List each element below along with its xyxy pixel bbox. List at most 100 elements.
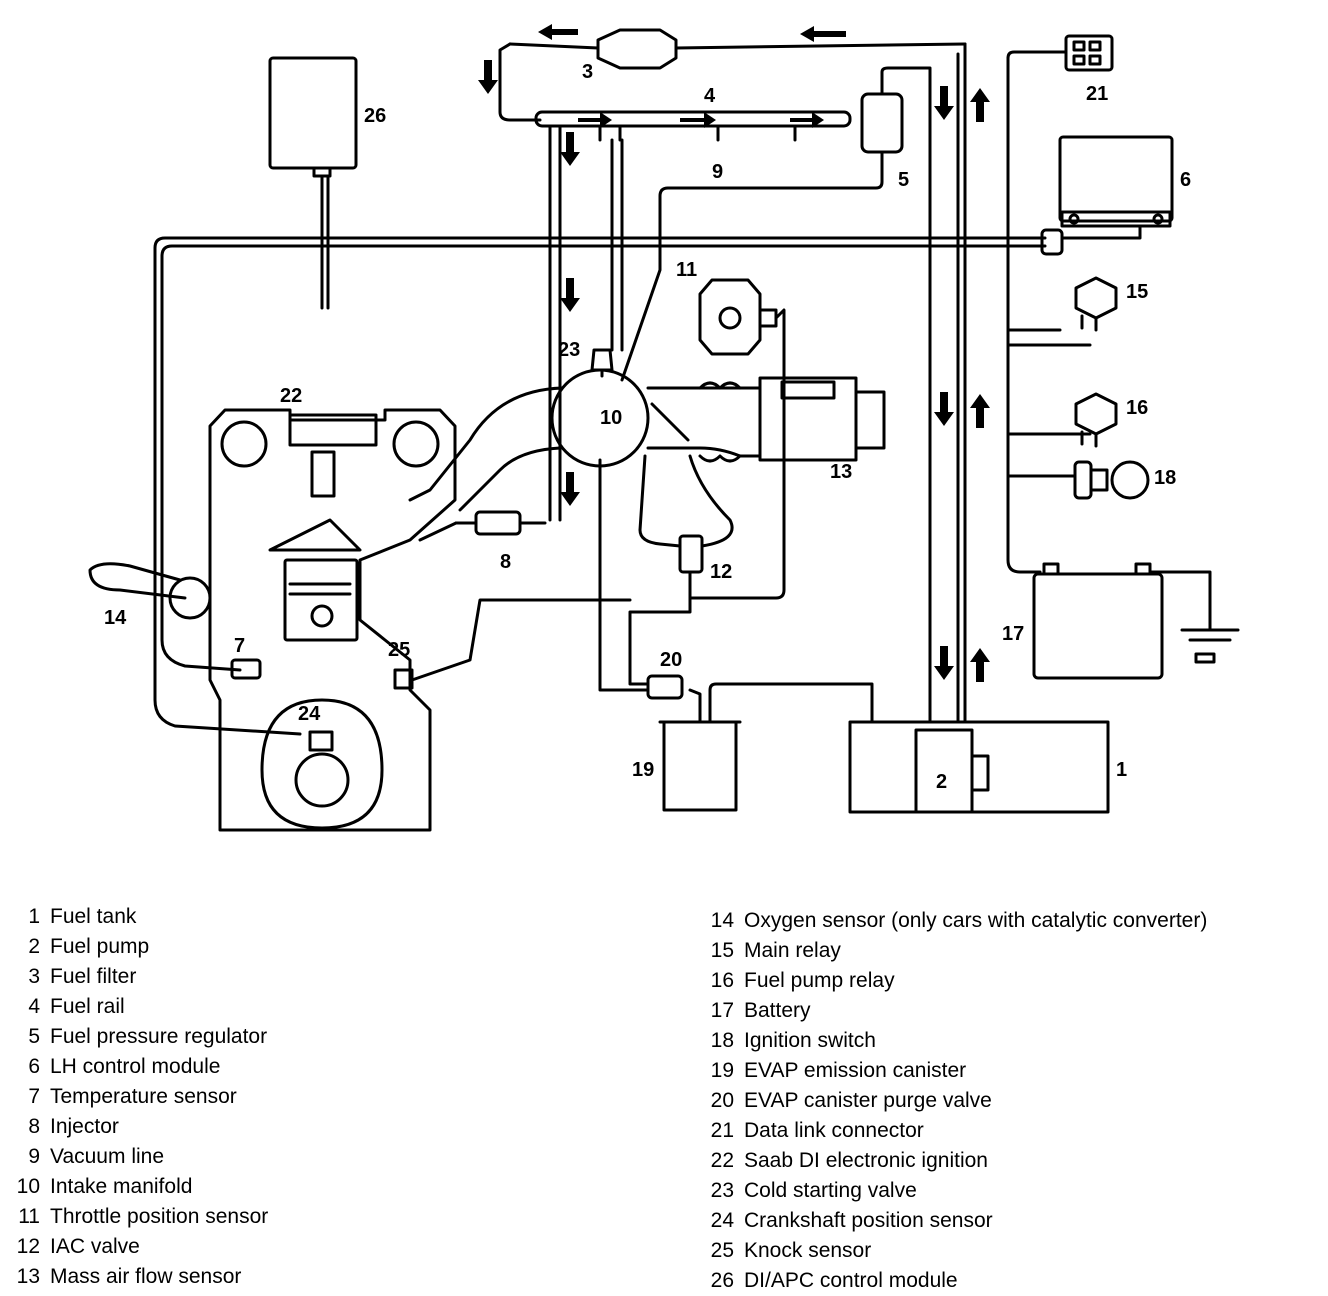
callout-23: 23 — [558, 339, 580, 361]
throttle-position-sensor — [688, 278, 786, 600]
legend-number: 1 — [28, 905, 40, 928]
legend-label: Vacuum line — [50, 1145, 165, 1168]
engine — [88, 408, 632, 832]
callout-15: 15 — [1126, 281, 1148, 303]
legend-item: 9 Vacuum line — [10, 1142, 268, 1172]
legend-label: Fuel rail — [50, 995, 125, 1018]
iac-valve — [638, 454, 734, 592]
legend-number: 5 — [28, 1025, 40, 1048]
wiring-harness — [153, 50, 1092, 736]
legend-number: 17 — [710, 999, 734, 1022]
legend-label: Cold starting valve — [744, 1179, 917, 1202]
legend-number: 22 — [710, 1149, 734, 1172]
battery — [1032, 562, 1240, 680]
legend-number: 14 — [710, 909, 734, 932]
callout-24: 24 — [298, 703, 321, 725]
fuel-pressure-regulator — [620, 66, 932, 722]
legend-number: 23 — [710, 1179, 734, 1202]
legend-label: Main relay — [744, 939, 841, 962]
legend-label: Ignition switch — [744, 1029, 876, 1052]
callout-8: 8 — [500, 551, 511, 573]
legend-number: 10 — [16, 1175, 40, 1198]
legend-item: 18 Ignition switch — [700, 1026, 1207, 1056]
legend-item: 5 Fuel pressure regulator — [10, 1022, 268, 1052]
fuel-tank — [848, 720, 1110, 814]
callout-4: 4 — [704, 85, 716, 107]
legend-item: 17 Battery — [700, 996, 1207, 1026]
data-link-connector — [1064, 34, 1114, 72]
callout-19: 19 — [632, 759, 654, 781]
legend-item: 14 Oxygen sensor (only cars with catalyti… — [700, 906, 1208, 936]
legend-number: 16 — [710, 969, 734, 992]
callout-12: 12 — [710, 561, 732, 583]
callout-22: 22 — [280, 385, 302, 407]
legend-label: Mass air flow sensor — [50, 1265, 242, 1288]
legend-label: Fuel tank — [50, 905, 137, 928]
legend-number: 15 — [710, 939, 734, 962]
legend-number: 12 — [16, 1235, 40, 1258]
callout-13: 13 — [830, 461, 852, 483]
callout-18: 18 — [1154, 467, 1176, 489]
legend-label: Battery — [744, 999, 811, 1022]
cold-starting-valve — [590, 348, 614, 378]
callout-21: 21 — [1086, 83, 1108, 105]
legend-item: 25 Knock sensor — [700, 1236, 1207, 1266]
callout-9: 9 — [712, 161, 723, 183]
legend-label: Knock sensor — [744, 1239, 872, 1262]
callout-2: 2 — [936, 771, 947, 793]
di-apc-control-module — [268, 56, 358, 310]
fuel-system-diagram: 1 2 3 4 5 6 7 8 9 10 11 12 13 14 15 16 1… — [88, 24, 1240, 832]
callout-25: 25 — [388, 639, 410, 661]
legend-number: 2 — [28, 935, 40, 958]
evap-purge-valve — [598, 458, 692, 700]
fuel-filter — [498, 28, 967, 722]
legend-item: 24 Crankshaft position sensor — [700, 1206, 1207, 1236]
legend-label: Fuel pressure regulator — [50, 1025, 268, 1048]
callout-20: 20 — [660, 649, 682, 671]
legend-number: 24 — [710, 1209, 734, 1232]
callout-17: 17 — [1002, 623, 1024, 645]
callout-3: 3 — [582, 61, 593, 83]
legend-number: 19 — [710, 1059, 734, 1082]
legend-number: 6 — [28, 1055, 40, 1078]
legend-number: 8 — [28, 1115, 40, 1138]
legend-number: 25 — [710, 1239, 734, 1262]
legend-item: 10 Intake manifold — [10, 1172, 268, 1202]
legend-label: IAC valve — [50, 1235, 140, 1258]
callout-16: 16 — [1126, 397, 1148, 419]
legend-item: 15 Main relay — [700, 936, 1207, 966]
legend-label: Injector — [50, 1115, 119, 1138]
legend-right: 14 Oxygen sensor (only cars with catalyti… — [700, 906, 1208, 1296]
lh-control-module — [1040, 135, 1174, 256]
fuel-pump-relay — [1074, 392, 1118, 448]
legend-number: 18 — [710, 1029, 734, 1052]
legend-number: 9 — [28, 1145, 40, 1168]
main-relay — [1074, 276, 1118, 332]
legend-number: 21 — [710, 1119, 734, 1142]
legend-label: Oxygen sensor (only cars with catalytic … — [744, 909, 1208, 932]
callout-5: 5 — [898, 169, 909, 191]
legend-label: Crankshaft position sensor — [744, 1209, 993, 1232]
legend-label: Intake manifold — [50, 1175, 193, 1198]
legend-item: 23 Cold starting valve — [700, 1176, 1207, 1206]
legend-number: 20 — [710, 1089, 734, 1112]
fuel-rail — [534, 110, 852, 522]
injector — [418, 510, 547, 542]
flow-arrows — [478, 24, 990, 682]
legend-number: 3 — [28, 965, 40, 988]
callout-1: 1 — [1116, 759, 1127, 781]
callout-26: 26 — [364, 105, 386, 127]
legend-label: DI/APC control module — [744, 1269, 958, 1292]
